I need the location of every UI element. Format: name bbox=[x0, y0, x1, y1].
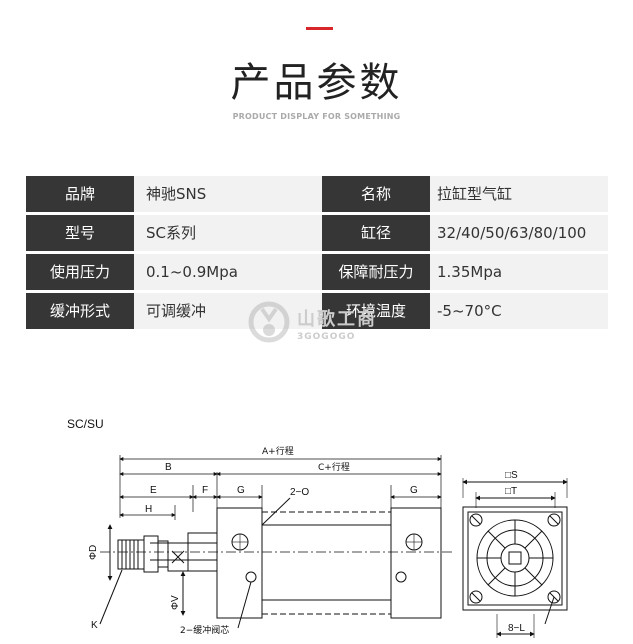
dim-8l-label: 8−L bbox=[508, 623, 525, 634]
cylinder-side-view bbox=[99, 497, 455, 629]
spec-value: 1.35Mpa bbox=[437, 263, 503, 281]
spec-row: 品牌 神驰SNS 名称 拉缸型气缸 bbox=[26, 176, 608, 212]
dim-a-label: A+行程 bbox=[262, 445, 294, 457]
page-title: 产品参数 bbox=[230, 60, 403, 106]
spec-label: 保障耐压力 bbox=[322, 254, 430, 290]
spec-row: 型号 SC系列 缸径 32/40/50/63/80/100 bbox=[26, 215, 608, 251]
dim-h-label: H bbox=[145, 504, 152, 515]
cylinder-dimension-drawing: SC/SU A+行程 B C+行程 E F G G H 2−O bbox=[67, 417, 568, 638]
model-label: SC/SU bbox=[67, 417, 104, 431]
watermark-logo-icon bbox=[248, 301, 290, 343]
spec-value: SC系列 bbox=[146, 224, 196, 242]
title-accent-bar bbox=[306, 27, 333, 30]
dim-f-label: F bbox=[202, 485, 208, 496]
spec-value: 拉缸型气缸 bbox=[437, 185, 513, 203]
spec-row: 缓冲形式 可调缓冲 环境温度 -5~70°C bbox=[26, 293, 608, 329]
cylinder-end-view bbox=[462, 478, 568, 638]
dim-phi-d-label: ΦD bbox=[88, 545, 99, 560]
dim-t-label: □T bbox=[505, 486, 517, 497]
spec-value: -5~70°C bbox=[437, 302, 502, 320]
dim-c-label: C+行程 bbox=[318, 461, 350, 473]
dim-g-right-label: G bbox=[410, 485, 418, 496]
spec-label: 品牌 bbox=[26, 176, 134, 212]
dim-s-label: □S bbox=[505, 470, 518, 481]
extension-lines bbox=[119, 455, 442, 520]
spec-value: 神驰SNS bbox=[146, 185, 207, 203]
spec-label: 名称 bbox=[322, 176, 430, 212]
watermark-text: 山歌工商 bbox=[297, 309, 377, 330]
dim-phi-v-label: ΦV bbox=[170, 595, 181, 610]
dim-g-left-label: G bbox=[237, 485, 245, 496]
spec-value: 0.1~0.9Mpa bbox=[146, 263, 238, 281]
spec-label: 型号 bbox=[26, 215, 134, 251]
spec-value: 可调缓冲 bbox=[146, 302, 207, 320]
port-label: 2−O bbox=[290, 487, 309, 498]
buffer-valve-label: 2−缓冲阀芯 bbox=[180, 624, 229, 636]
spec-label: 使用压力 bbox=[26, 254, 134, 290]
dim-k-label: K bbox=[91, 620, 98, 631]
spec-value: 32/40/50/63/80/100 bbox=[437, 224, 587, 242]
page-subtitle: PRODUCT DISPLAY FOR SOMETHING bbox=[232, 112, 401, 121]
spec-label: 缓冲形式 bbox=[26, 293, 134, 329]
dim-e-label: E bbox=[150, 485, 157, 496]
spec-label: 缸径 bbox=[322, 215, 430, 251]
dim-b-label: B bbox=[165, 462, 172, 473]
spec-label: 环境温度 bbox=[322, 293, 430, 329]
spec-row: 使用压力 0.1~0.9Mpa 保障耐压力 1.35Mpa bbox=[26, 254, 608, 290]
watermark-subtext: 3GOGOGO bbox=[297, 332, 356, 342]
